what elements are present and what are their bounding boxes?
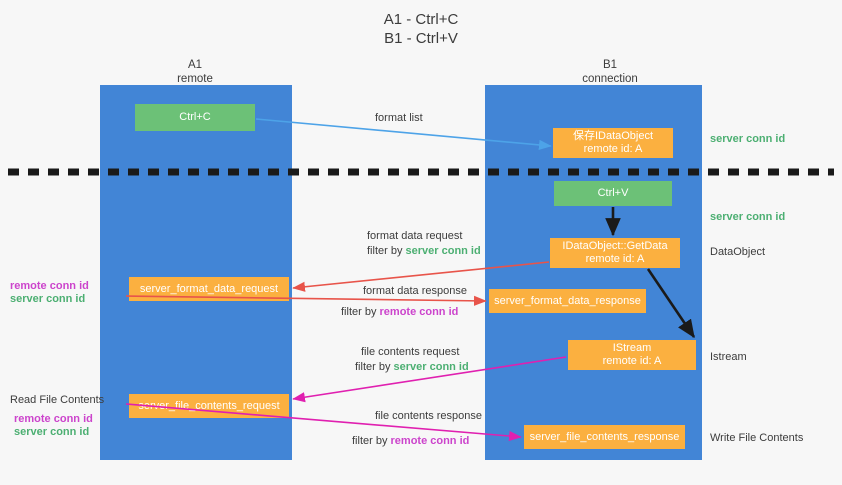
filter-prefix: filter by (367, 245, 406, 257)
left-label-remote-conn-id-1-text: remote conn id (10, 280, 89, 292)
lane-header-a1: A1 remote (130, 58, 260, 86)
page-title: A1 - Ctrl+C B1 - Ctrl+V (0, 10, 842, 48)
edge-label-file-contents-request: file contents request (361, 345, 459, 359)
right-label-dataobject-text: DataObject (710, 246, 766, 258)
edge-label-file-contents-request-filter: filter by server conn id (355, 360, 469, 374)
edge-label-file-contents-response-filter: filter by remote conn id (352, 434, 469, 448)
node-istream-line1: IStream (612, 342, 652, 354)
node-save-idataobject-line1: 保存IDataObject (572, 130, 654, 142)
node-ctrl-c-label: Ctrl+C (179, 111, 211, 123)
node-server-format-data-response-label: server_format_data_response (494, 294, 641, 307)
node-idataobject-getdata-line2: remote id: A (585, 253, 645, 265)
right-label-istream-text: Istream (710, 351, 747, 363)
node-istream[interactable]: IStream remote id: A (568, 340, 696, 370)
node-server-file-contents-response-label: server_file_contents_response (529, 430, 680, 443)
edge-label-format-data-request: format data request (367, 229, 462, 243)
left-label-server-conn-id-1: server conn id (10, 292, 85, 306)
left-label-remote-conn-id-2-text: remote conn id (14, 413, 93, 425)
edge-label-format-data-request-text: format data request (367, 230, 463, 242)
node-save-idataobject-line2: remote id: A (583, 143, 643, 155)
filter-prefix: filter by (352, 435, 391, 447)
lane-header-b1: B1 connection (545, 58, 675, 86)
filter-key-remote-conn-id: remote conn id (379, 306, 459, 318)
node-idataobject-getdata-line1: IDataObject::GetData (562, 240, 668, 252)
filter-key-remote-conn-id: remote conn id (390, 435, 470, 447)
node-server-file-contents-response[interactable]: server_file_contents_response (524, 425, 685, 449)
title-line-2: B1 - Ctrl+V (384, 30, 458, 47)
left-label-server-conn-id-1-text: server conn id (10, 293, 86, 305)
edge-label-format-data-response: format data response (363, 284, 467, 298)
edge-label-format-list: format list (375, 111, 423, 125)
left-label-remote-conn-id-1: remote conn id (10, 279, 89, 293)
node-server-format-data-request[interactable]: server_format_data_request (129, 277, 289, 301)
filter-key-server-conn-id: server conn id (405, 245, 481, 257)
left-label-read-file-contents: Read File Contents (10, 393, 104, 407)
right-label-server-conn-id-mid: server conn id (710, 210, 785, 224)
edge-label-format-list-text: format list (375, 112, 423, 124)
filter-key-server-conn-id: server conn id (393, 361, 469, 373)
node-istream-line2: remote id: A (602, 355, 662, 367)
node-server-file-contents-request[interactable]: server_file_contents_request (129, 394, 289, 418)
left-label-server-conn-id-2-text: server conn id (14, 426, 90, 438)
title-line-1: A1 - Ctrl+C (383, 11, 459, 28)
lane-header-a1-sub: remote (177, 73, 213, 85)
right-label-server-conn-id-top: server conn id (710, 132, 785, 146)
lane-header-b1-name: B1 (602, 59, 618, 71)
edge-label-format-data-request-filter: filter by server conn id (367, 244, 481, 258)
right-label-server-conn-id-top-text: server conn id (710, 133, 786, 145)
right-label-dataobject: DataObject (710, 245, 765, 259)
right-label-write-file-contents-text: Write File Contents (710, 432, 804, 444)
filter-prefix: filter by (341, 306, 380, 318)
right-label-write-file-contents: Write File Contents (710, 431, 803, 445)
node-ctrl-c[interactable]: Ctrl+C (135, 104, 255, 131)
right-label-istream: Istream (710, 350, 747, 364)
lane-header-b1-sub: connection (582, 73, 638, 85)
node-ctrl-v[interactable]: Ctrl+V (554, 181, 672, 206)
edge-label-file-contents-response-text: file contents response (375, 410, 483, 422)
node-server-format-data-request-label: server_format_data_request (139, 282, 279, 295)
edge-label-format-data-response-text: format data response (363, 285, 467, 297)
filter-prefix: filter by (355, 361, 394, 373)
edge-label-file-contents-response: file contents response (375, 409, 482, 423)
node-server-file-contents-request-label: server_file_contents_request (138, 399, 280, 412)
node-server-format-data-response[interactable]: server_format_data_response (489, 289, 646, 313)
node-save-idataobject[interactable]: 保存IDataObject remote id: A (553, 128, 673, 158)
right-label-server-conn-id-mid-text: server conn id (710, 211, 786, 223)
lane-header-a1-name: A1 (187, 59, 203, 71)
edge-label-format-data-response-filter: filter by remote conn id (341, 305, 458, 319)
left-label-read-file-contents-text: Read File Contents (10, 394, 105, 406)
edge-label-file-contents-request-text: file contents request (361, 346, 460, 358)
left-label-remote-conn-id-2: remote conn id (14, 412, 93, 426)
node-idataobject-getdata[interactable]: IDataObject::GetData remote id: A (550, 238, 680, 268)
node-ctrl-v-label: Ctrl+V (597, 187, 629, 199)
left-label-server-conn-id-2: server conn id (14, 425, 89, 439)
